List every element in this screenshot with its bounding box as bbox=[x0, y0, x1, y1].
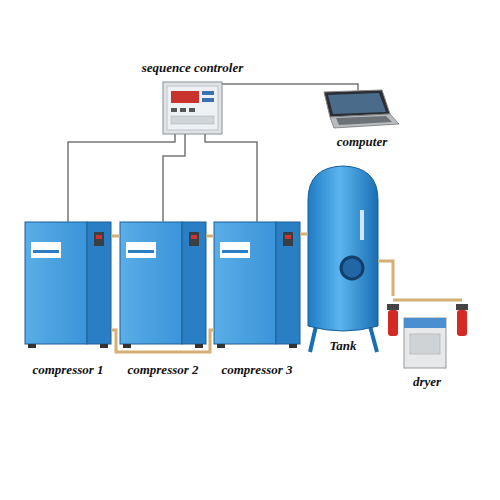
signal-wire bbox=[163, 134, 185, 222]
compressor-box: compressor 1 bbox=[25, 222, 111, 344]
air-pipe bbox=[378, 261, 393, 296]
compressor-box: compressor 2 bbox=[120, 222, 206, 344]
tank-box: Tank bbox=[308, 166, 378, 334]
node-label: compressor 2 bbox=[127, 362, 198, 378]
compressor-figure bbox=[120, 222, 206, 348]
air-pipe bbox=[300, 234, 308, 235]
air-pipe bbox=[111, 330, 214, 352]
node-label: compressor 3 bbox=[221, 362, 292, 378]
tank-figure bbox=[308, 166, 378, 352]
air-pipe bbox=[111, 236, 120, 237]
air-pipe bbox=[206, 236, 214, 237]
node-label: sequence controler bbox=[142, 60, 243, 76]
laptop-icon bbox=[324, 90, 399, 128]
node-label: Tank bbox=[330, 338, 357, 354]
signal-wire bbox=[68, 134, 175, 222]
node-label: dryer bbox=[413, 374, 441, 390]
node-label: computer bbox=[337, 134, 388, 150]
signal-wire bbox=[222, 84, 358, 90]
compressor-figure bbox=[214, 222, 300, 348]
dryer-figure bbox=[387, 300, 468, 368]
signal-wire bbox=[205, 134, 257, 222]
node-label: compressor 1 bbox=[32, 362, 103, 378]
compressor-box: compressor 3 bbox=[214, 222, 300, 344]
computer-icon: computer bbox=[322, 90, 402, 130]
compressor-figure bbox=[25, 222, 111, 348]
dryer-box: dryer bbox=[385, 296, 469, 370]
controller-panel bbox=[163, 82, 222, 134]
controller-box: sequence controler bbox=[163, 82, 222, 134]
